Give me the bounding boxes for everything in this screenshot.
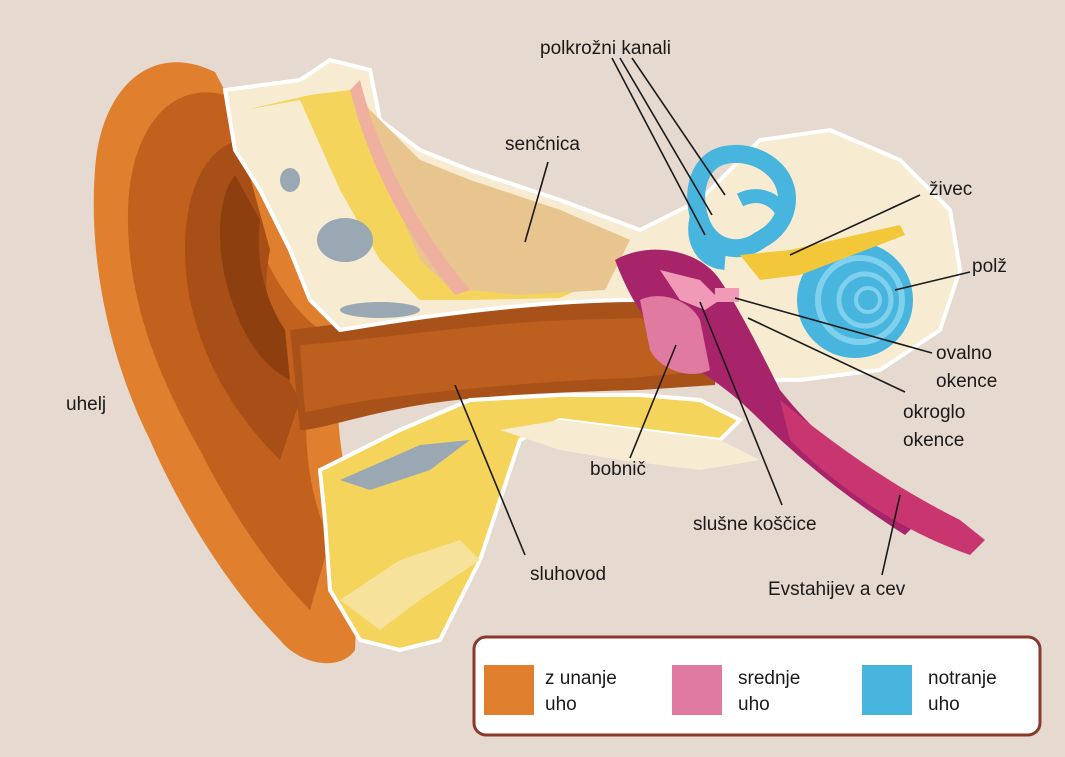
label-okroglo-okence-line2: okence	[903, 430, 964, 451]
label-evstahijeva-cev: Evstahijev a cev	[768, 579, 906, 600]
legend-label-outer-line2: uho	[545, 694, 577, 715]
legend-label-inner-line2: uho	[928, 694, 960, 715]
legend-swatch-inner	[862, 665, 912, 715]
label-sencnica: senčnica	[505, 134, 580, 155]
label-slusne-koscice: slušne koščice	[693, 514, 817, 535]
label-zivec: živec	[929, 179, 972, 200]
label-polz: polž	[972, 256, 1007, 277]
legend-swatch-middle	[672, 665, 722, 715]
legend-label-inner-line1: notranje	[928, 668, 997, 689]
legend-swatch-outer	[484, 665, 534, 715]
label-okroglo-okence-line1: okroglo	[903, 402, 965, 423]
label-bobnic: bobnič	[590, 459, 646, 480]
legend-label-middle-line1: srednje	[738, 668, 800, 689]
label-uhelj: uhelj	[66, 394, 106, 415]
legend-label-middle-line2: uho	[738, 694, 770, 715]
legend-label-outer-line1: z unanje	[545, 668, 617, 689]
label-sluhovod: sluhovod	[530, 564, 606, 585]
label-polkrozni-kanali: polkrožni kanali	[540, 38, 671, 59]
label-ovalno-okence-line2: okence	[936, 371, 997, 392]
label-ovalno-okence-line1: ovalno	[936, 343, 992, 364]
legend: z unanje uho srednje uho notranje uho	[474, 637, 1040, 735]
